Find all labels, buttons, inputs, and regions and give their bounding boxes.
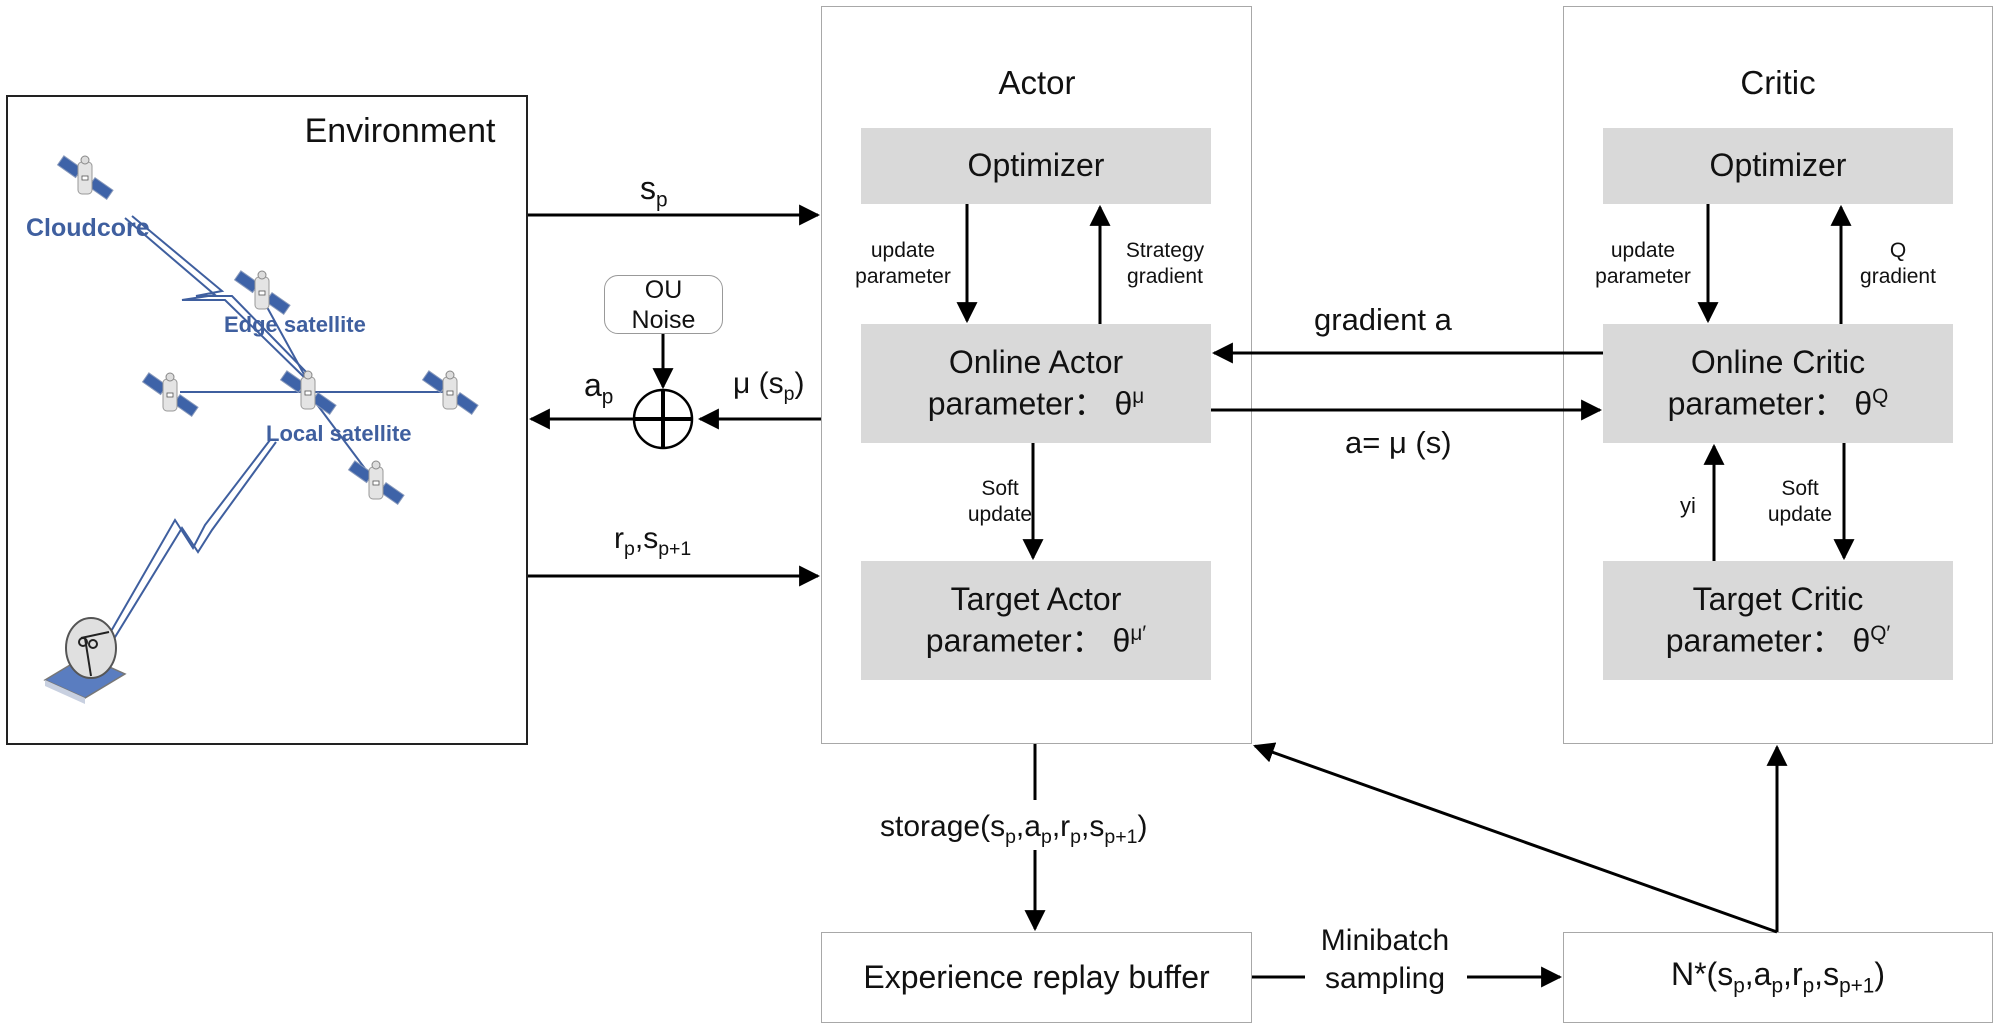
actor-optimizer-label: Optimizer: [967, 147, 1105, 184]
state-signal-label: sp: [640, 170, 668, 212]
arrow-batch-to-actor: [1253, 742, 1778, 934]
action-signal-label: ap: [584, 367, 614, 409]
online-critic-title: Online Critic: [1690, 343, 1866, 380]
gradient-a-label: gradient a: [1314, 302, 1452, 337]
online-actor-parameter: parameter： θμ: [927, 385, 1145, 422]
environment-title: Environment: [304, 112, 496, 150]
target-critic-title: Target Critic: [1692, 580, 1864, 617]
experience-replay-buffer[interactable]: Experience replay buffer: [821, 932, 1252, 1023]
environment-panel: [6, 95, 528, 745]
online-critic-box[interactable]: Online Critic parameter： θQ: [1603, 324, 1953, 443]
target-critic-parameter: parameter： θQ′: [1665, 622, 1891, 659]
actor-optimizer-box[interactable]: Optimizer: [861, 128, 1211, 204]
target-actor-box[interactable]: Target Actor parameter： θμ′: [861, 561, 1211, 680]
critic-optimizer-label: Optimizer: [1709, 147, 1847, 184]
storage-label: storage(sp,ap,rp,sp+1): [880, 810, 1148, 848]
target-actor-parameter: parameter： θμ′: [925, 622, 1147, 659]
policy-output-label: μ (sp): [733, 367, 805, 405]
online-actor-title: Online Actor: [948, 343, 1124, 380]
edge-satellite-label: Edge satellite: [224, 312, 366, 337]
critic-optimizer-box[interactable]: Optimizer: [1603, 128, 1953, 204]
sum-junction-icon: [632, 388, 694, 450]
minibatch-sampling-label: Minibatch sampling: [1320, 924, 1450, 995]
a-mu-s-label: a= μ (s): [1345, 425, 1452, 460]
actor-strategy-gradient-label: Strategy gradient: [1125, 239, 1205, 289]
online-actor-box[interactable]: Online Actor parameter： θμ: [861, 324, 1211, 443]
critic-yi-label: yi: [1680, 493, 1696, 518]
reward-next-state-label: rp,sp+1: [614, 522, 692, 560]
critic-q-gradient-label: Q gradient: [1860, 239, 1936, 289]
online-critic-parameter: parameter： θQ: [1667, 385, 1889, 422]
actor-soft-update-label: Soft update: [967, 477, 1033, 527]
target-critic-box[interactable]: Target Critic parameter： θQ′: [1603, 561, 1953, 680]
target-actor-title: Target Actor: [950, 580, 1122, 617]
critic-title: Critic: [1740, 64, 1816, 101]
minibatch-sample-box[interactable]: N*(sp,ap,rp,sp+1): [1563, 932, 1993, 1023]
local-satellite-label: Local satellite: [266, 421, 412, 446]
actor-title: Actor: [998, 64, 1076, 101]
cloudcore-label: Cloudcore: [26, 214, 150, 242]
critic-update-parameter-label: update parameter: [1595, 239, 1691, 289]
actor-update-parameter-label: update parameter: [855, 239, 951, 289]
ou-noise-box[interactable]: OU Noise: [604, 275, 723, 334]
critic-soft-update-label: Soft update: [1767, 477, 1833, 527]
